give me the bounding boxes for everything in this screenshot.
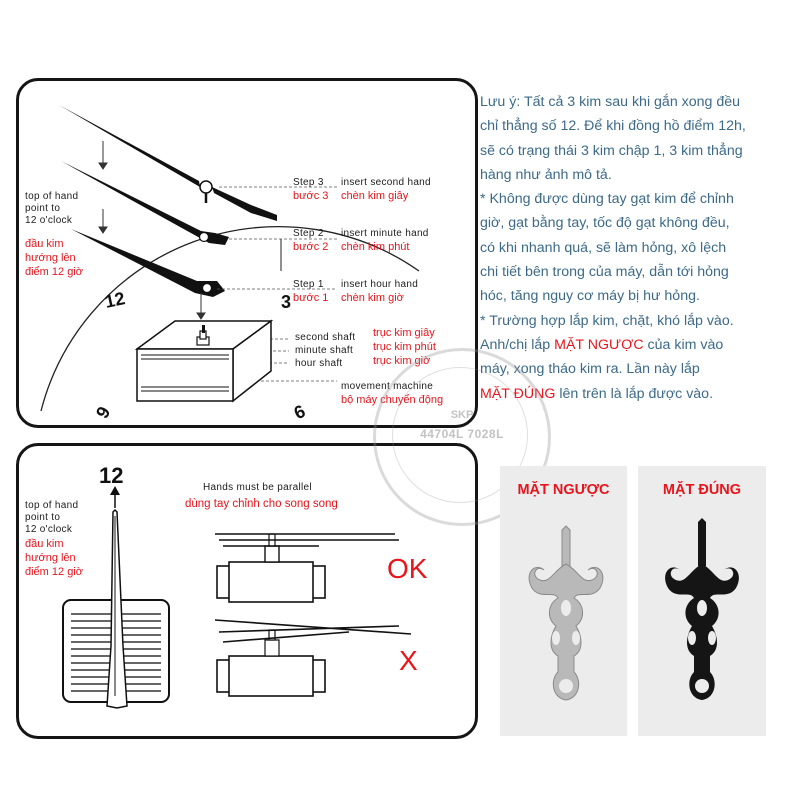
- watermark-code: 44704L 7028L: [420, 427, 504, 441]
- second-hand-hub: [199, 180, 213, 194]
- note-line: * Không được dùng tay gạt kim để chỉnh: [480, 191, 734, 208]
- installation-note: Lưu ý: Tất cả 3 kim sau khi gắn xong đều…: [480, 90, 798, 406]
- note-line: có khi nhanh quá, sẽ làm hỏng, xô lệch: [480, 239, 727, 256]
- note-text: Anh/chị lắp: [480, 336, 555, 353]
- bottom-top-of-hand-line1: top of hand: [25, 500, 79, 511]
- alignment-panel: 12 top of hand point to 12 o'clock đầu k…: [16, 443, 478, 739]
- note-line: Lưu ý: Tất cả 3 kim sau khi gắn xong đều: [480, 94, 741, 110]
- minute-hand-icon: [61, 161, 229, 245]
- bottom-vi-line1: đầu kim: [25, 538, 64, 550]
- movement-side-ok-icon: [216, 533, 326, 603]
- second-shaft-label-vi: trục kim giây: [373, 327, 435, 339]
- step3-action: insert second hand: [341, 177, 431, 188]
- vi-top-line2: hướng lên: [25, 252, 76, 264]
- up-arrow-icon: [110, 486, 120, 495]
- note-line: hàng như ảnh mô tả.: [480, 166, 612, 183]
- vi-top-line3: điểm 12 giờ: [25, 266, 83, 278]
- dial-numeral-12: 12: [102, 288, 127, 312]
- bottom-vi-line3: điểm 12 giờ: [25, 566, 83, 578]
- movement-machine-icon: [134, 319, 274, 403]
- parallel-instruction-vi: dùng tay chỉnh cho song song: [185, 498, 338, 510]
- parallel-instruction: Hands must be parallel: [203, 482, 312, 493]
- note-line: sẽ có trạng thái 3 kim chập 1, 3 kim thẳ…: [480, 142, 743, 159]
- movement-machine-label: movement machine: [341, 381, 434, 392]
- watermark-skp: SKP: [450, 409, 474, 421]
- step2-action-vi: chèn kim phút: [341, 241, 410, 253]
- top-of-hand-line3: 12 o'clock: [25, 215, 73, 226]
- note-line: máy, xong tháo kim ra. Lần này lắp: [480, 361, 700, 378]
- step1-label-vi: bước 1: [293, 292, 329, 304]
- clock-dial-arc: [40, 226, 420, 412]
- note-line: Anh/chị lắp MẶT NGƯỢC của kim vào: [480, 333, 798, 357]
- dial-numeral-3: 3: [281, 292, 292, 312]
- step1-action-vi: chèn kim giờ: [341, 292, 404, 304]
- reverse-side-highlight: MẶT NGƯỢC: [554, 336, 644, 353]
- hour-hand-hole: [201, 282, 213, 294]
- note-line: chỉ thẳng số 12. Để khi đồng hồ điểm 12h…: [480, 118, 746, 135]
- step1-label: Step 1: [293, 279, 324, 290]
- second-hand-tail: [212, 187, 277, 221]
- hour-hand-icon: [71, 229, 225, 297]
- movement-side-x-icon: [216, 629, 326, 697]
- alignment-diagram: [62, 486, 412, 709]
- note-line: giờ, gạt bằng tay, tốc độ gạt không đều,: [480, 215, 730, 232]
- step3-label-vi: bước 3: [293, 190, 329, 202]
- second-shaft-label: second shaft: [295, 332, 356, 343]
- bottom-top-of-hand-line3: 12 o'clock: [25, 524, 73, 535]
- bottom-numeral-12: 12: [99, 463, 124, 488]
- step2-label-vi: bước 2: [293, 241, 329, 253]
- ok-mark: OK: [387, 553, 428, 584]
- silver-hand-icon: [528, 525, 604, 701]
- step1-action: insert hour hand: [341, 279, 419, 290]
- minute-hand-hole: [198, 231, 210, 243]
- bottom-vi-line2: hướng lên: [25, 552, 76, 564]
- step3-label: Step 3: [293, 177, 324, 188]
- step3-action-vi: chèn kim giây: [341, 190, 409, 202]
- hour-shaft-label: hour shaft: [295, 358, 343, 369]
- installation-steps-panel: Step 3 bước 3 insert second hand chèn ki…: [16, 78, 478, 428]
- step2-label: Step 2: [293, 228, 324, 239]
- reverse-side-photo: MẶT NGƯỢC: [500, 466, 627, 736]
- second-hand-icon: [59, 105, 200, 187]
- installation-diagram: [40, 105, 420, 412]
- note-line: * Trường hợp lắp kim, chặt, khó lắp vào.: [480, 312, 734, 329]
- x-mark: X: [399, 645, 418, 676]
- reverse-side-label: MẶT NGƯỢC: [517, 482, 610, 498]
- note-text: lên trên là lắp được vào.: [555, 385, 714, 402]
- black-hand-icon: [665, 518, 739, 700]
- minute-shaft-label-vi: trục kim phút: [373, 341, 436, 353]
- note-line: chi tiết bên trong của máy, dẫn tới hỏng: [480, 264, 729, 281]
- correct-side-label: MẶT ĐÚNG: [662, 482, 742, 498]
- hands-not-parallel-x: [214, 619, 412, 643]
- vi-top-line1: đầu kim: [25, 238, 64, 250]
- top-of-hand-line2: point to: [25, 203, 61, 214]
- insertion-arrows: [98, 141, 206, 320]
- note-line: hóc, tăng nguy cơ máy bị hư hỏng.: [480, 288, 700, 305]
- note-text: của kim vào: [643, 336, 724, 353]
- watermark-stamp: SKP 44704L 7028L: [373, 348, 551, 526]
- step2-action: insert minute hand: [341, 228, 429, 239]
- top-of-hand-line1: top of hand: [25, 191, 79, 202]
- correct-side-photo: MẶT ĐÚNG: [638, 466, 766, 736]
- bottom-top-of-hand-line2: point to: [25, 512, 61, 523]
- hands-parallel-ok: [215, 533, 399, 547]
- watermark-inner-ring: [392, 367, 528, 503]
- stacked-hands-icon: [106, 508, 128, 709]
- minute-shaft-label: minute shaft: [295, 345, 354, 356]
